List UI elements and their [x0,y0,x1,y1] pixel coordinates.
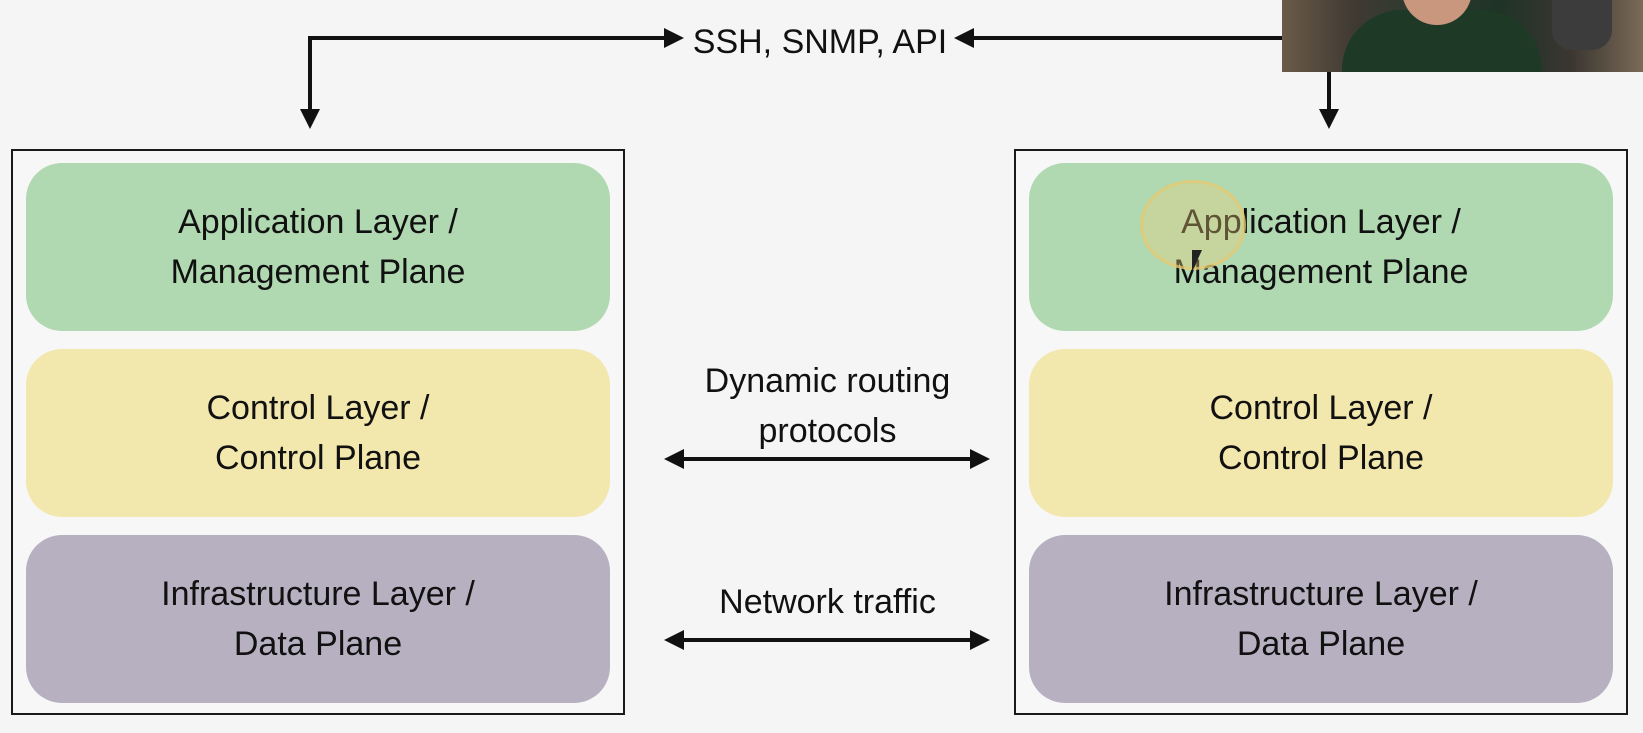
layer-label: Control Layer / Control Plane [206,389,430,477]
right-device: Application Layer / Management Plane Con… [1014,149,1628,715]
api-arrow-left [300,28,684,129]
right-infrastructure-layer: Infrastructure Layer / Data Plane [1029,535,1613,703]
api-label: SSH, SNMP, API [692,23,948,61]
layer-label: Infrastructure Layer / Data Plane [161,575,475,663]
right-control-layer: Control Layer / Control Plane [1029,349,1613,517]
left-control-layer: Control Layer / Control Plane [26,349,610,517]
webcam-overlay [1282,0,1643,72]
microphone-icon [1552,0,1612,50]
right-application-layer: Application Layer / Management Plane [1029,163,1613,331]
network-traffic-label: Network traffic [719,583,936,621]
layer-label: Control Layer / Control Plane [1209,389,1433,477]
left-application-layer: Application Layer / Management Plane [26,163,610,331]
left-device: Application Layer / Management Plane Con… [11,149,625,715]
layer-label: Infrastructure Layer / Data Plane [1164,575,1478,663]
dynamic-routing-label: Dynamic routing protocols [704,362,951,450]
left-infrastructure-layer: Infrastructure Layer / Data Plane [26,535,610,703]
mouse-cursor-icon [1192,250,1202,272]
layer-label: Application Layer / Management Plane [170,203,466,291]
